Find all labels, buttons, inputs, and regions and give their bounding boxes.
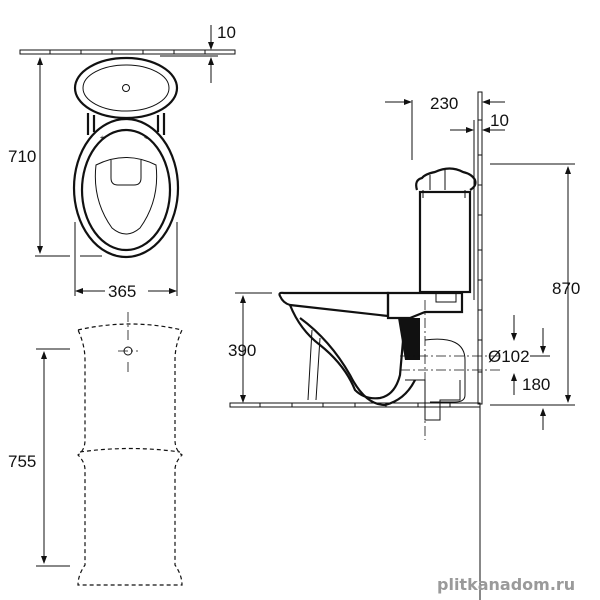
tank-top <box>73 56 179 120</box>
dim-label-230: 230 <box>430 94 458 113</box>
dimension-755: 755 <box>8 348 70 567</box>
wall-line-side <box>473 91 483 600</box>
dimension-390: 390 <box>228 292 272 403</box>
dim-label-390: 390 <box>228 341 256 360</box>
dim-label-102: Ø102 <box>488 347 530 366</box>
dim-label-10-side: 10 <box>490 111 509 130</box>
pedestal-view: 755 <box>8 312 183 586</box>
floor-line <box>229 402 481 408</box>
dim-label-755: 755 <box>8 452 36 471</box>
dimension-870: 870 <box>490 163 580 406</box>
watermark: plitkanadom.ru <box>437 575 575 594</box>
dimension-180: 180 <box>511 373 550 430</box>
top-view: ⌖ ⌖ 710 365 10 <box>8 23 236 301</box>
dimension-10-side: 10 <box>450 111 509 133</box>
dimension-230: 230 <box>385 94 505 160</box>
dim-label-870: 870 <box>552 279 580 298</box>
dimension-10-top: 10 <box>208 23 236 83</box>
dim-label-365: 365 <box>108 282 136 301</box>
wall-line-top <box>19 49 236 57</box>
dim-label-710: 710 <box>8 147 36 166</box>
cistern-side <box>415 167 477 303</box>
bowl-side <box>278 291 466 421</box>
svg-text:⌖: ⌖ <box>100 133 105 142</box>
dimension-diameter-102: Ø102 <box>488 315 550 366</box>
bowl-top: ⌖ ⌖ <box>72 117 180 259</box>
side-view: 230 10 390 870 Ø102 <box>228 91 580 600</box>
outlet-centerline <box>400 355 500 371</box>
tank-supports <box>86 113 166 135</box>
dimension-710: 710 <box>8 57 102 257</box>
dim-label-10-top: 10 <box>217 23 236 42</box>
dim-label-180: 180 <box>522 375 550 394</box>
dimension-365: 365 <box>74 222 178 301</box>
svg-text:⌖: ⌖ <box>144 133 149 142</box>
